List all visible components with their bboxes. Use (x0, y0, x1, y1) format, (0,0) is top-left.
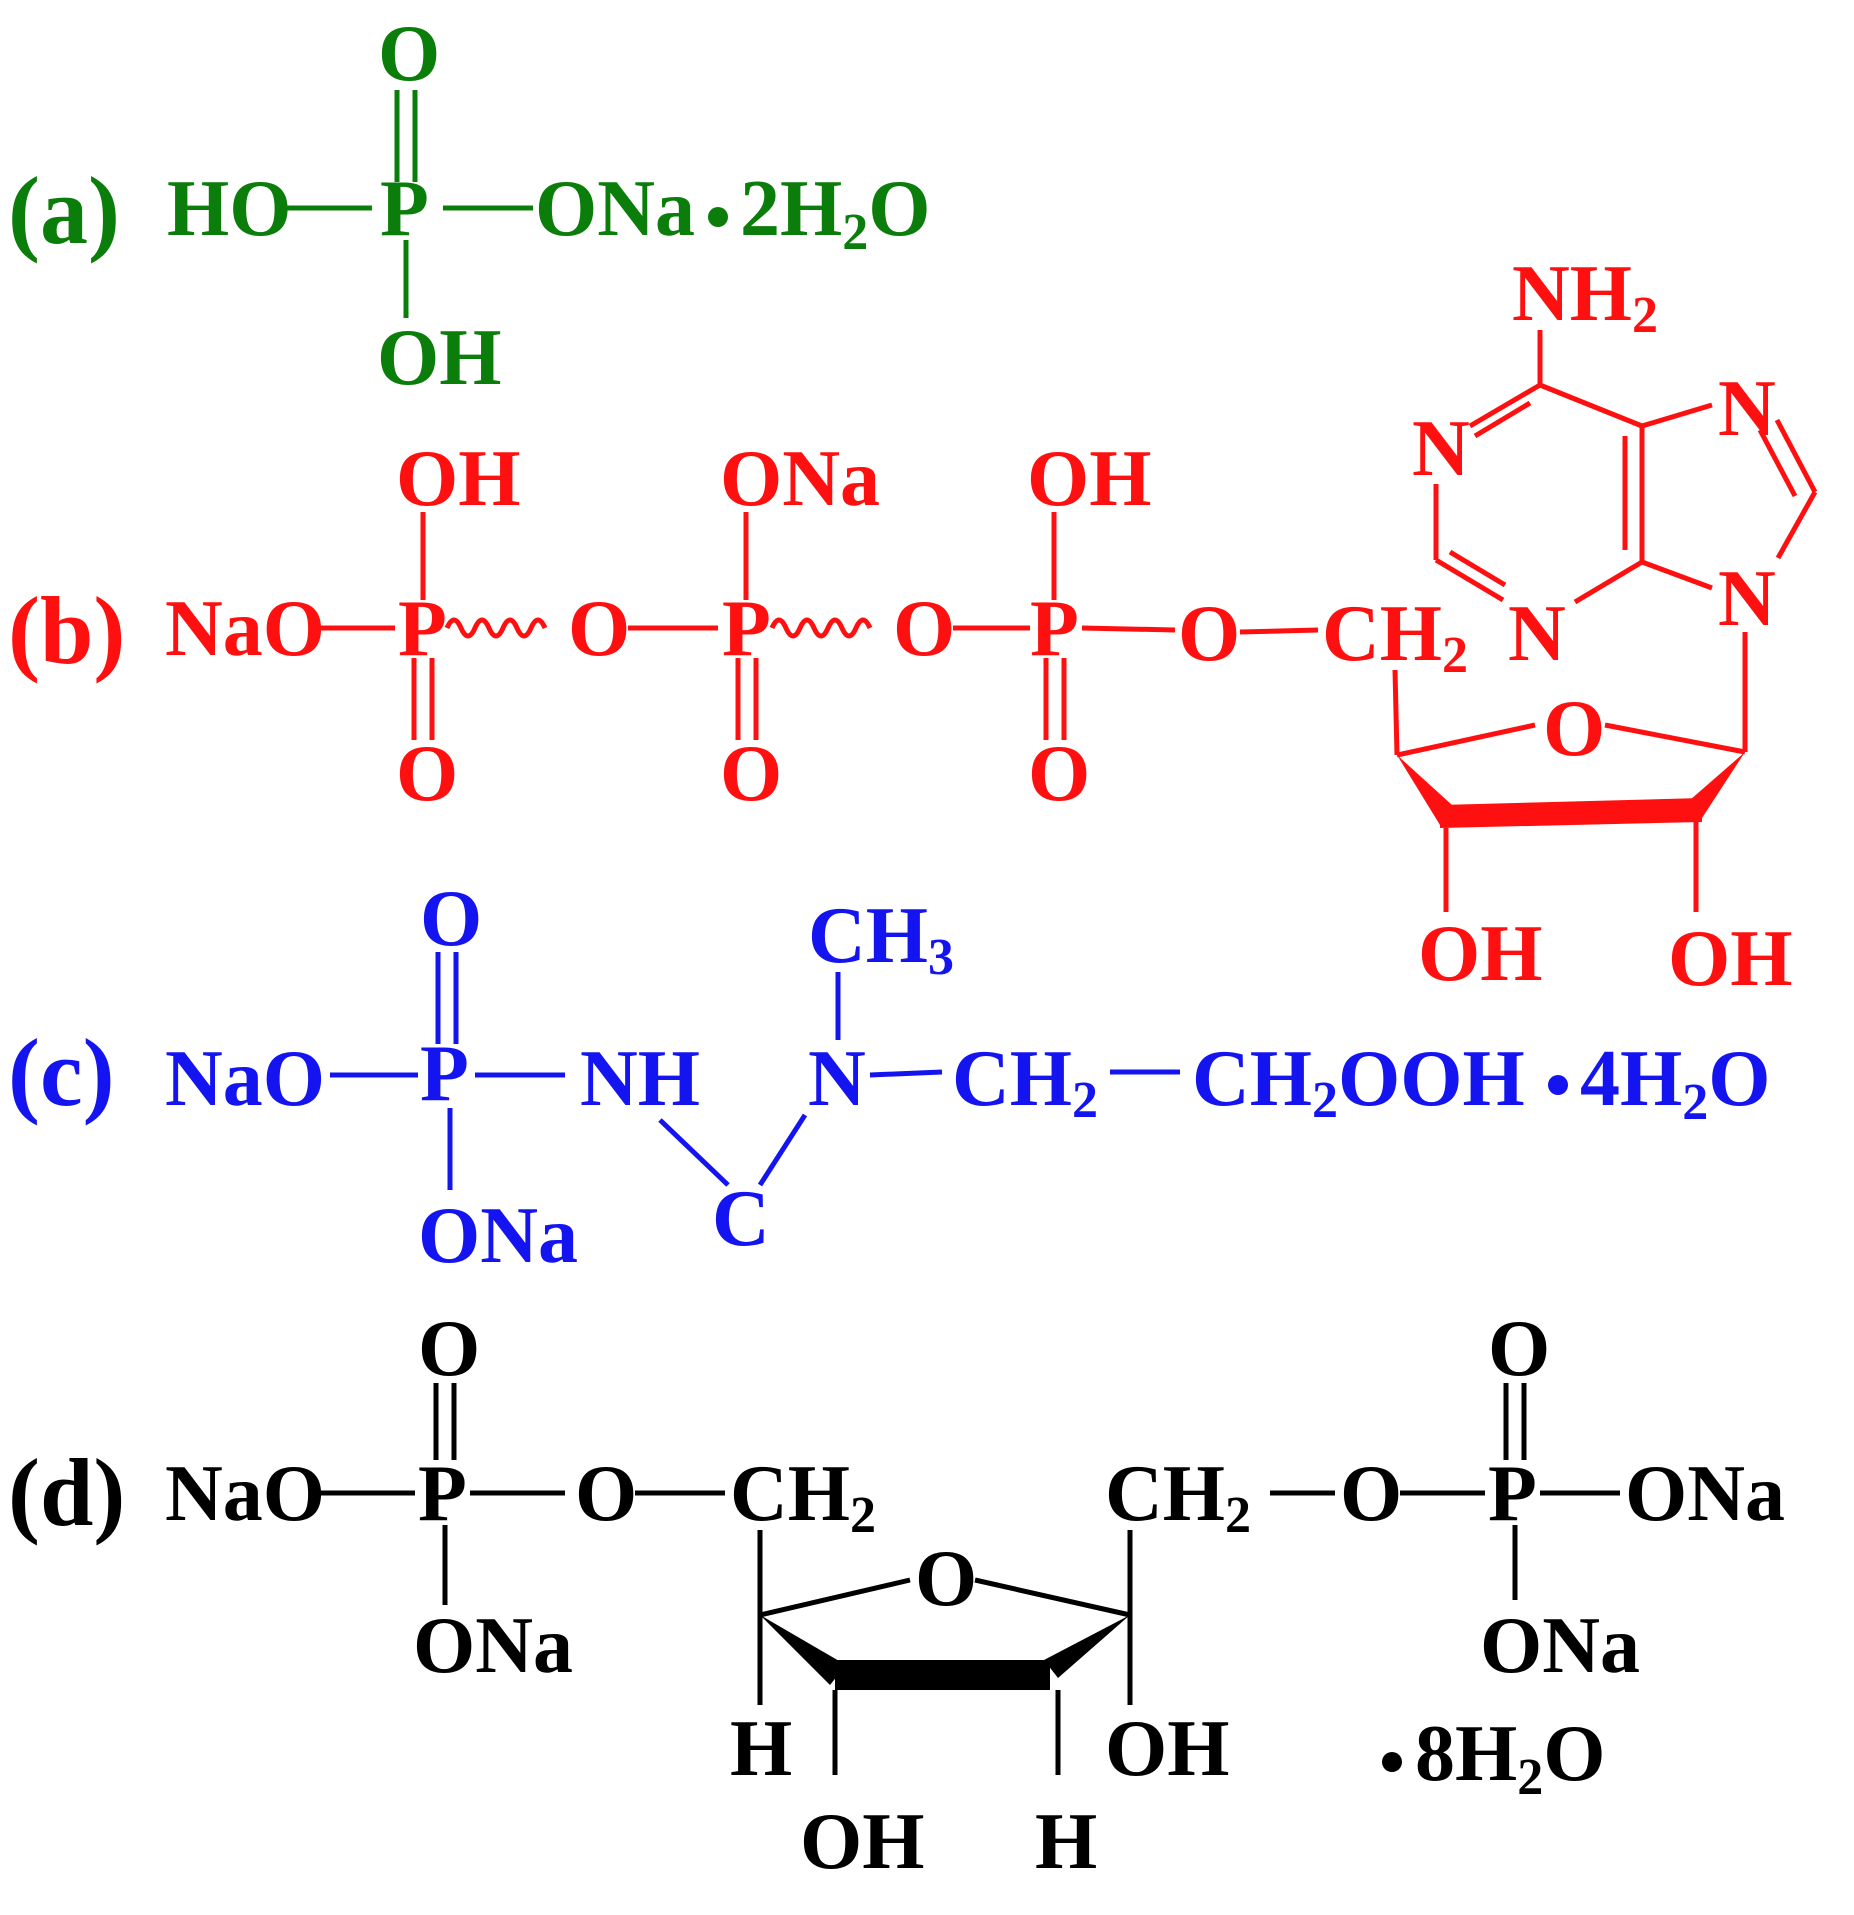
b-bond-o3-ch2 (1239, 627, 1319, 635)
c-bond-n-ch2 (869, 1069, 943, 1078)
molecule-d: (d) O NaO P O CH2 ONa O H OH H OH CH2 (8, 1305, 1785, 1886)
b-nitrogen-1: N (1412, 405, 1470, 493)
b-oxygen-bottom-2: O (720, 730, 782, 818)
a-hydroxyl-left: HO (167, 165, 291, 253)
c-sodium-oxide-left: NaO (165, 1035, 325, 1123)
b-nitrogen-3: N (1508, 590, 1566, 678)
c-hydrate: 4H2O (1580, 1035, 1770, 1131)
d-hydrate: 8H2O (1415, 1710, 1605, 1806)
d-p1-o-double-bond (433, 1383, 457, 1460)
b-oxygen-link-3: O (1178, 590, 1240, 678)
d-bond-c4-o (759, 1577, 911, 1618)
c-hydrate-dot (1548, 1075, 1568, 1095)
b-high-energy-bond-1 (444, 617, 548, 639)
d-oxygen-top-2: O (1488, 1305, 1550, 1393)
a-phosphorus: P (380, 165, 429, 253)
c-methylene-1: CH2 (952, 1035, 1098, 1129)
a-hydrate: 2H2O (740, 165, 930, 261)
c-bond-c-n (757, 1113, 808, 1187)
b-ribose-wedge-left (1397, 755, 1452, 825)
c-phosphorus: P (420, 1030, 469, 1118)
a-hydroxyl-bottom: OH (377, 314, 501, 402)
b-ribose-hydroxyl-3: OH (1418, 910, 1542, 998)
d-hydroxyl-c1: OH (1105, 1705, 1229, 1793)
d-ring-wedge-left (760, 1615, 846, 1685)
c-bond-nh-c (658, 1118, 730, 1187)
b-bond-o-c1 (1604, 722, 1746, 755)
d-sodium-oxide-bottom-1: ONa (413, 1602, 573, 1690)
b-bond-p3-o3 (1081, 625, 1176, 633)
a-p-o-double-bond (394, 90, 418, 182)
d-oxygen-top-1: O (418, 1305, 480, 1393)
a-hydrate-dot (708, 207, 728, 227)
d-sodium-oxide-left: NaO (165, 1450, 325, 1538)
b-bond-ch2-c4 (1392, 669, 1400, 756)
b-oxygen-link-2: O (893, 585, 955, 673)
b-ribose-bold-bond (1440, 798, 1702, 828)
b-sodium-oxide-left: NaO (165, 585, 325, 673)
b-oxygen-bottom-3: O (1028, 730, 1090, 818)
molecule-b: (b) OH ONa OH NaO P O P O P O CH2 (8, 250, 1818, 1003)
c-methyl: CH3 (808, 892, 954, 986)
d-methylene-right: CH2 (1105, 1450, 1251, 1544)
d-oxygen-link-1: O (575, 1450, 637, 1538)
d-hydrate-dot (1382, 1752, 1402, 1772)
d-phosphorus-2: P (1488, 1450, 1537, 1538)
b-hydroxyl-top-3: OH (1027, 435, 1151, 523)
b-ribose-hydroxyl-2: OH (1668, 915, 1792, 1003)
a-sodium-oxide: ONa (535, 165, 695, 253)
d-hydrogen-c4: H (730, 1705, 792, 1793)
d-sodium-oxide-right: ONa (1625, 1450, 1785, 1538)
d-phosphorus-1: P (418, 1450, 467, 1538)
d-ring-wedge-right (1044, 1615, 1130, 1678)
c-sodium-oxide-bottom: ONa (418, 1192, 578, 1280)
c-methylene-2: CH2OOH (1192, 1035, 1525, 1129)
b-ribose-oxygen: O (1543, 685, 1605, 773)
b-high-energy-bond-2 (769, 617, 873, 639)
b-phosphorus-1: P (398, 585, 447, 673)
b-phosphorus-2: P (722, 585, 771, 673)
b-bond-c4-o (1396, 722, 1536, 758)
d-hydroxyl-c3: OH (800, 1798, 924, 1886)
c-amine-nh: NH (580, 1035, 700, 1123)
label-c: (c) (8, 1019, 115, 1126)
b-amino-group: NH2 (1512, 250, 1658, 344)
d-p2-o-double-bond (1503, 1383, 1527, 1460)
c-carbon: C (712, 1175, 770, 1263)
d-ring-bold-bond (835, 1660, 1050, 1690)
b-phosphorus-3: P (1030, 585, 1079, 673)
label-b: (b) (8, 577, 125, 684)
b-p-o-double-bonds (411, 658, 1067, 740)
molecule-c: (c) O NaO P NH ONa C CH3 N CH2 CH2OOH 4H… (8, 875, 1770, 1280)
d-hydrogen-c2: H (1035, 1798, 1097, 1886)
b-hydroxyl-top-1: OH (396, 435, 520, 523)
d-methylene-left: CH2 (730, 1450, 876, 1544)
b-adenine-ring-bonds (1433, 330, 1818, 605)
a-oxygen-top: O (378, 10, 440, 98)
d-sodium-oxide-bottom-2: ONa (1480, 1602, 1640, 1690)
label-a: (a) (8, 157, 120, 264)
d-bond-o-c1 (974, 1577, 1131, 1618)
c-nitrogen: N (808, 1035, 866, 1123)
c-oxygen-top: O (420, 875, 482, 963)
b-nitrogen-9: N (1718, 555, 1776, 643)
b-oxygen-bottom-1: O (396, 730, 458, 818)
label-d: (d) (8, 1439, 125, 1546)
molecule-a: (a) O HO P ONa 2H2O OH (8, 10, 930, 402)
c-p-o-double-bond (435, 952, 459, 1044)
b-methylene: CH2 (1322, 590, 1468, 684)
d-oxygen-link-2: O (1340, 1450, 1402, 1538)
d-ring-oxygen: O (915, 1535, 977, 1623)
b-ribose-wedge-right (1690, 752, 1745, 818)
b-sodium-oxide-top-2: ONa (720, 435, 880, 523)
b-oxygen-link-1: O (568, 585, 630, 673)
